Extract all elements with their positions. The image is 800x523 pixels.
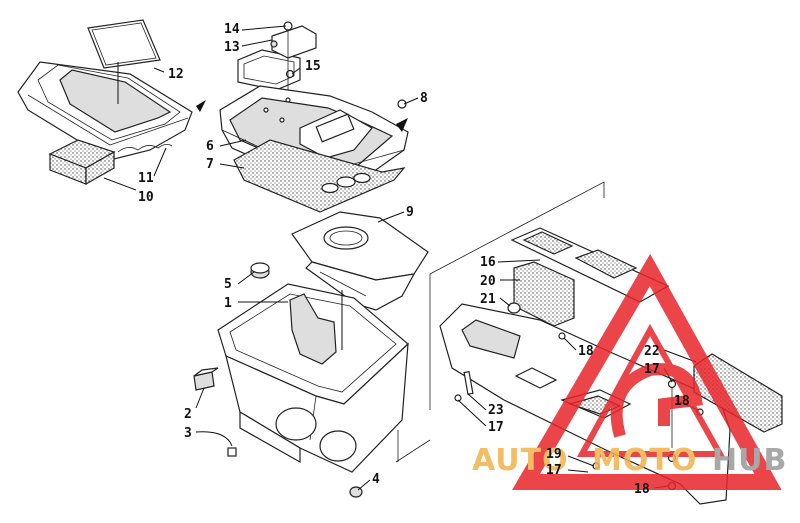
callout-10: 10 — [138, 190, 154, 205]
part-1-airbox — [217, 283, 409, 473]
callout-2: 2 — [184, 407, 192, 422]
part-5-cap — [250, 262, 270, 279]
callout-12: 12 — [168, 67, 184, 82]
callout-8: 8 — [420, 91, 428, 106]
callout-16: 16 — [480, 255, 496, 270]
part-13-14-15-fasteners — [237, 21, 317, 91]
callout-19: 19 — [546, 447, 562, 462]
part-11-cover — [17, 61, 206, 161]
watermark-text-auto: AUTO — [472, 443, 569, 478]
part-9-inner-housing — [291, 211, 429, 311]
callout-9: 9 — [406, 205, 414, 220]
callout-6: 6 — [206, 139, 214, 154]
callout-18-top: 18 — [578, 344, 594, 359]
part-21-grommet — [507, 302, 521, 314]
callout-4: 4 — [372, 472, 380, 487]
callout-5: 5 — [224, 277, 232, 292]
callout-17-top: 17 — [644, 362, 660, 377]
callout-17-bottom: 17 — [546, 463, 562, 478]
watermark-text-hub: HUB — [712, 443, 787, 478]
callout-15: 15 — [305, 59, 321, 74]
callout-13: 13 — [224, 40, 240, 55]
callout-23: 23 — [488, 403, 504, 418]
callout-17-mid: 17 — [488, 420, 504, 435]
callout-11: 11 — [138, 171, 154, 186]
subassembly-border — [395, 181, 605, 463]
watermark-text-moto: MOTO — [592, 443, 697, 478]
callout-22: 22 — [644, 344, 660, 359]
callout-1: 1 — [224, 296, 232, 311]
part-10-filter-pad — [48, 139, 116, 186]
callout-18-bottom: 18 — [634, 482, 650, 497]
callout-21: 21 — [480, 292, 496, 307]
callout-3: 3 — [184, 426, 192, 441]
callout-14: 14 — [224, 22, 240, 37]
part-7-gasket — [233, 139, 406, 213]
callout-labels: 14 13 15 12 8 6 7 11 10 9 5 1 2 3 4 16 2… — [138, 22, 690, 497]
callout-7: 7 — [206, 157, 214, 172]
watermark: AUTO MOTO HUB — [472, 253, 787, 490]
callout-20: 20 — [480, 274, 496, 289]
part-12-grill — [87, 19, 161, 69]
watermark-logo-icon — [512, 253, 782, 490]
part-2-clip — [193, 367, 219, 391]
leader-lines — [103, 25, 699, 491]
callout-18-mid: 18 — [674, 394, 690, 409]
